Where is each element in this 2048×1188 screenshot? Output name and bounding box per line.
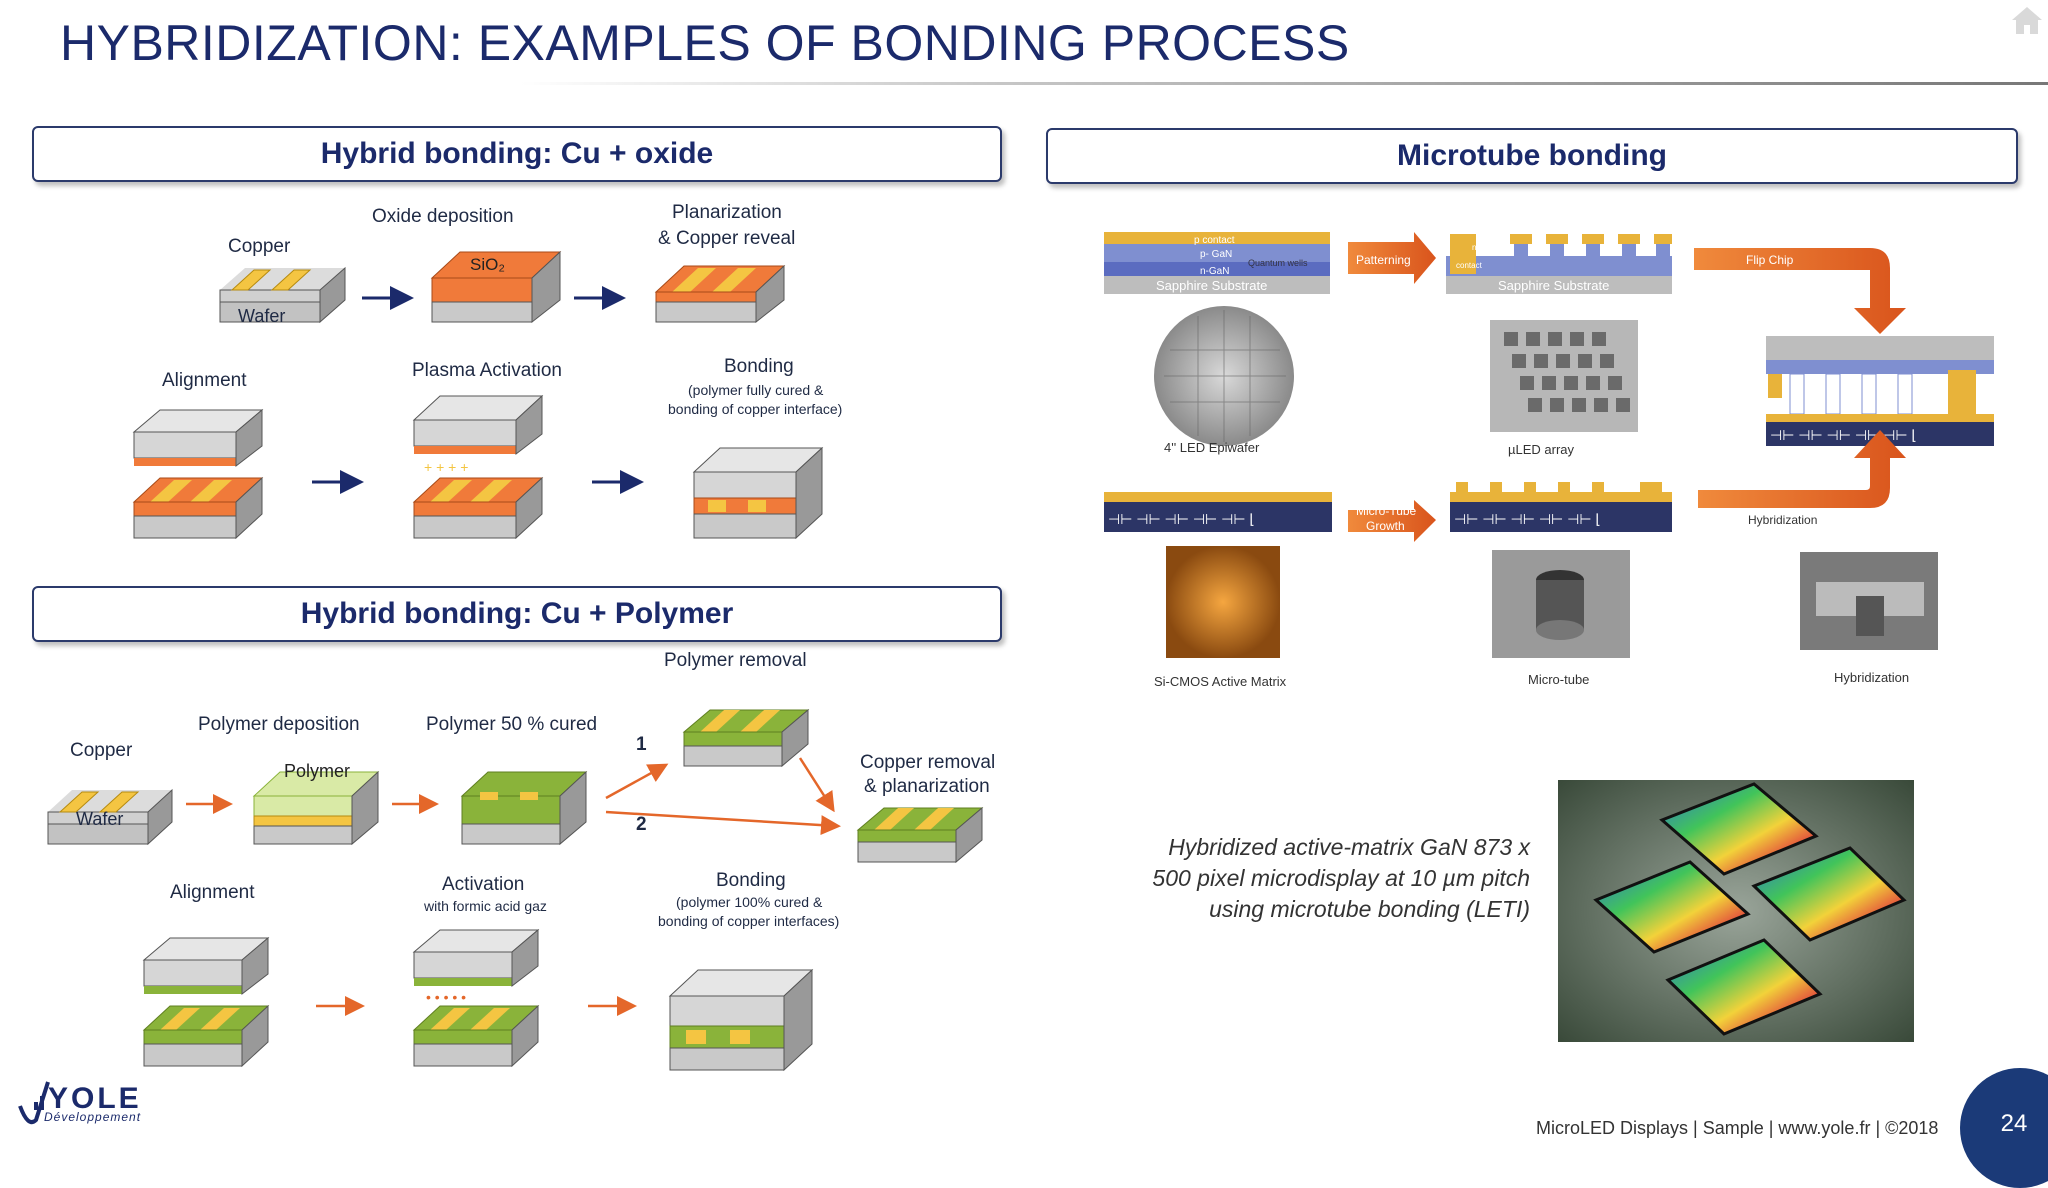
alignment-stack-2 [142,936,270,1068]
p-gan-label: p- GaN [1200,249,1232,260]
wafer-copper-block-2 [47,788,173,846]
n-contact-label-1: n [1472,243,1476,252]
p-contact-label: p contact [1194,235,1235,246]
title-divider [520,82,2048,85]
yole-logo-text: YOLE [48,1082,142,1115]
micro-tube-growth-label-2: Growth [1366,519,1405,533]
sio2-label: SiO₂ [470,255,505,274]
svg-text:+ + + +: + + + + [424,459,468,475]
label-oxide-deposition: Oxide deposition [372,206,514,227]
label-bonding-note-1: (polymer fully cured & [688,382,824,398]
microdisplay-photo [1558,780,1914,1042]
hybridization-arrow [1698,430,1906,508]
sapphire-label-1: Sapphire Substrate [1156,278,1267,293]
microdisplay-caption: Hybridized active-matrix GaN 873 x 500 p… [1150,832,1530,925]
label-copper-2: Copper [70,740,133,761]
polymer-label: Polymer [284,761,350,781]
led-layer-stack [1104,232,1330,294]
si-cmos-stack: ⊣⊢ ⊣⊢ ⊣⊢ ⊣⊢ ⊣⊢ ⌊ [1104,492,1332,532]
label-activation: Activation [442,874,525,895]
activation-stack: • • • • • [412,928,540,1068]
label-planarization-2: & planarization [864,776,990,797]
micro-tube-growth-label-1: Micro-Tube [1356,504,1417,518]
microtube-diagram: p contact p- GaN Quantum wells n-GaN Sap… [1104,232,1994,689]
label-polymer-deposition: Polymer deposition [198,714,360,735]
svg-text:• • • • •: • • • • • [426,989,466,1005]
svg-text:⊣⊢ ⊣⊢ ⊣⊢ ⊣⊢ ⊣⊢ ⌊: ⊣⊢ ⊣⊢ ⊣⊢ ⊣⊢ ⊣⊢ ⌊ [1108,511,1255,527]
cu-polymer-diagram: Wafer Polymer [47,708,984,1072]
wafer-label: Wafer [238,306,285,326]
hybridization-label: Hybridization [1834,670,1909,685]
label-polymer-cured: Polymer 50 % cured [426,714,598,735]
si-cmos-photo [1166,546,1280,658]
panel-heading-cu-oxide: Hybrid bonding: Cu + oxide [32,126,1002,182]
oxide-block [430,250,562,324]
polymer-removal-block [682,708,810,768]
caption-line-1: Hybridized active-matrix GaN 873 x [1168,834,1530,860]
flip-chip-arrow [1694,248,1906,334]
planarized-block [654,264,786,324]
svg-text:⊣⊢ ⊣⊢ ⊣⊢ ⊣⊢ ⊣⊢ ⌊: ⊣⊢ ⊣⊢ ⊣⊢ ⊣⊢ ⊣⊢ ⌊ [1770,427,1917,443]
label-alignment: Alignment [162,370,247,391]
micro-tube-stack: ⊣⊢ ⊣⊢ ⊣⊢ ⊣⊢ ⊣⊢ ⌊ [1450,482,1672,532]
caption-line-2: 500 pixel microdisplay at 10 µm pitch [1152,865,1530,891]
wafer-copper-block [219,266,346,324]
hybridized-stack: ⊣⊢ ⊣⊢ ⊣⊢ ⊣⊢ ⊣⊢ ⌊ [1766,336,1994,446]
patterning-label: Patterning [1356,253,1411,267]
micro-tube-growth-arrow [1348,500,1436,542]
label-path-1: 1 [636,734,647,755]
patterned-substrate [1446,234,1672,294]
quantum-wells-label: Quantum wells [1248,258,1308,268]
plasma-activation-stack: + + + + [412,394,544,540]
polymer-block [252,770,380,846]
yole-logo-mark [18,1081,50,1125]
panel-heading-cu-polymer: Hybrid bonding: Cu + Polymer [32,586,1002,642]
label-bonding-2-note-1: (polymer 100% cured & [676,894,823,910]
label-bonding-2-note-2: bonding of copper interfaces) [658,913,840,929]
uled-array-label: µLED array [1508,442,1575,457]
slide-title: HYBRIDIZATION: EXAMPLES OF BONDING PROCE… [60,15,1350,71]
label-path-2: 2 [636,814,647,835]
bonded-stack-2 [668,968,814,1072]
caption-line-3: using microtube bonding (LETI) [1209,896,1530,922]
wafer-label-2: Wafer [76,809,123,829]
label-bonding: Bonding [724,356,794,377]
label-copper-removal: Copper removal [860,752,996,773]
yole-logo-subtitle: Développement [44,1110,142,1124]
label-bonding-2: Bonding [716,870,786,891]
label-planarization: Planarization [672,202,782,223]
footer-text: MicroLED Displays | Sample | www.yole.fr… [1536,1118,1939,1138]
alignment-stack [132,408,264,540]
led-epiwafer-label: 4'' LED Epiwafer [1164,440,1260,455]
label-copper-reveal: & Copper reveal [658,228,796,249]
si-cmos-label: Si-CMOS Active Matrix [1154,674,1287,689]
label-alignment-2: Alignment [170,882,255,903]
label-activation-note: with formic acid gaz [424,898,547,914]
copper-removal-block [856,806,984,864]
micro-tube-label: Micro-tube [1528,672,1589,687]
polymer-cured-block [460,770,588,846]
panel-heading-microtube: Microtube bonding [1046,128,2018,184]
label-bonding-note-2: bonding of copper interface) [668,401,843,417]
svg-text:⊣⊢ ⊣⊢ ⊣⊢ ⊣⊢ ⊣⊢ ⌊: ⊣⊢ ⊣⊢ ⊣⊢ ⊣⊢ ⊣⊢ ⌊ [1454,511,1601,527]
label-plasma-activation: Plasma Activation [412,360,562,381]
flip-chip-label: Flip Chip [1746,253,1794,267]
label-polymer-removal: Polymer removal [664,650,807,671]
hybridization-arrow-label: Hybridization [1748,513,1817,527]
cu-oxide-diagram: Wafer SiO₂ + + + + [132,250,824,540]
label-copper: Copper [228,236,291,257]
n-contact-label-2: contact [1456,261,1483,270]
bonded-stack [692,446,824,540]
sapphire-label-2: Sapphire Substrate [1498,278,1609,293]
patterning-arrow [1348,232,1436,284]
home-icon[interactable] [2010,4,2044,36]
page-number: 24 [2000,1110,2028,1137]
n-gan-label: n-GaN [1200,266,1229,277]
